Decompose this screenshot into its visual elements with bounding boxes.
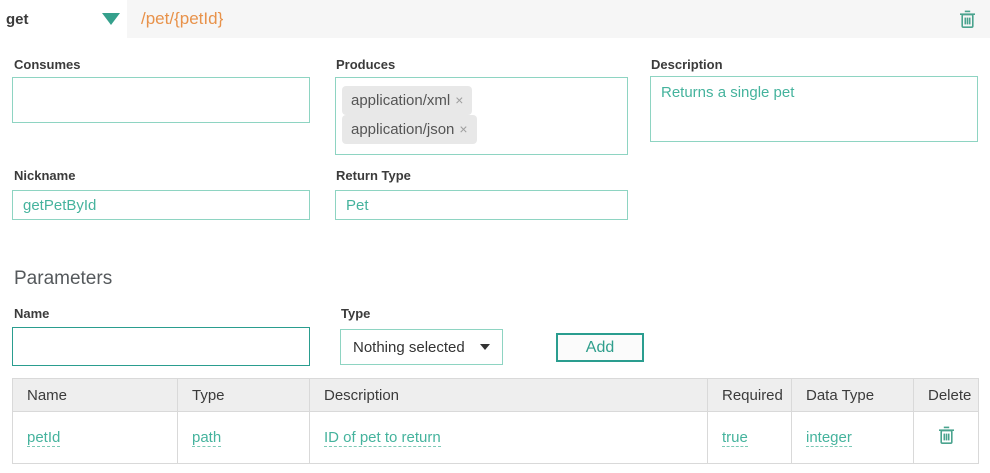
delete-operation-button[interactable] xyxy=(953,10,990,29)
param-name-input[interactable] xyxy=(12,327,310,366)
add-parameter-button[interactable]: Add xyxy=(556,333,644,362)
table-row: petId path ID of pet to return true inte… xyxy=(12,411,979,464)
path-field-wrap xyxy=(127,0,990,38)
col-header-description: Description xyxy=(309,378,708,412)
param-type-dropdown[interactable]: Nothing selected xyxy=(340,329,503,365)
trash-icon xyxy=(960,10,975,28)
nickname-label: Nickname xyxy=(14,168,76,183)
trash-icon xyxy=(938,426,954,445)
return-type-label: Return Type xyxy=(336,168,411,183)
col-header-name: Name xyxy=(12,378,178,412)
method-dropdown[interactable]: get xyxy=(0,0,127,38)
path-input[interactable] xyxy=(127,9,953,29)
param-description-value[interactable]: ID of pet to return xyxy=(324,429,441,447)
param-name-value[interactable]: petId xyxy=(27,429,61,447)
consumes-label: Consumes xyxy=(14,57,81,72)
operation-topbar: get xyxy=(0,0,990,38)
parameters-heading: Parameters xyxy=(14,268,113,289)
param-name-label: Name xyxy=(14,306,50,321)
nickname-input[interactable] xyxy=(12,190,310,220)
chevron-down-icon xyxy=(480,344,490,350)
produces-tag: application/json× xyxy=(342,115,477,144)
return-type-input[interactable] xyxy=(335,190,628,220)
param-data-type-value[interactable]: integer xyxy=(806,429,852,447)
param-required-value[interactable]: true xyxy=(722,429,748,447)
col-header-type: Type xyxy=(177,378,310,412)
description-textarea[interactable]: Returns a single pet xyxy=(650,76,978,142)
remove-tag-icon[interactable]: × xyxy=(455,92,464,108)
col-header-delete: Delete xyxy=(913,378,979,412)
col-header-data-type: Data Type xyxy=(791,378,914,412)
chevron-down-icon xyxy=(102,13,120,25)
col-header-required: Required xyxy=(707,378,792,412)
produces-label: Produces xyxy=(336,57,396,72)
table-header-row: Name Type Description Required Data Type… xyxy=(12,378,979,412)
parameters-table: Name Type Description Required Data Type… xyxy=(12,378,979,464)
produces-tagbox[interactable]: application/xml× application/json× xyxy=(335,77,628,155)
produces-tag: application/xml× xyxy=(342,86,473,115)
delete-parameter-button[interactable] xyxy=(938,426,955,445)
method-label: get xyxy=(6,10,29,28)
description-label: Description xyxy=(651,57,723,72)
param-type-value[interactable]: path xyxy=(192,429,222,447)
tag-label: application/xml xyxy=(351,92,451,109)
consumes-input[interactable] xyxy=(12,77,310,123)
param-type-label: Type xyxy=(341,306,371,321)
remove-tag-icon[interactable]: × xyxy=(459,121,468,137)
tag-label: application/json xyxy=(351,121,455,138)
param-type-selected: Nothing selected xyxy=(353,338,465,356)
